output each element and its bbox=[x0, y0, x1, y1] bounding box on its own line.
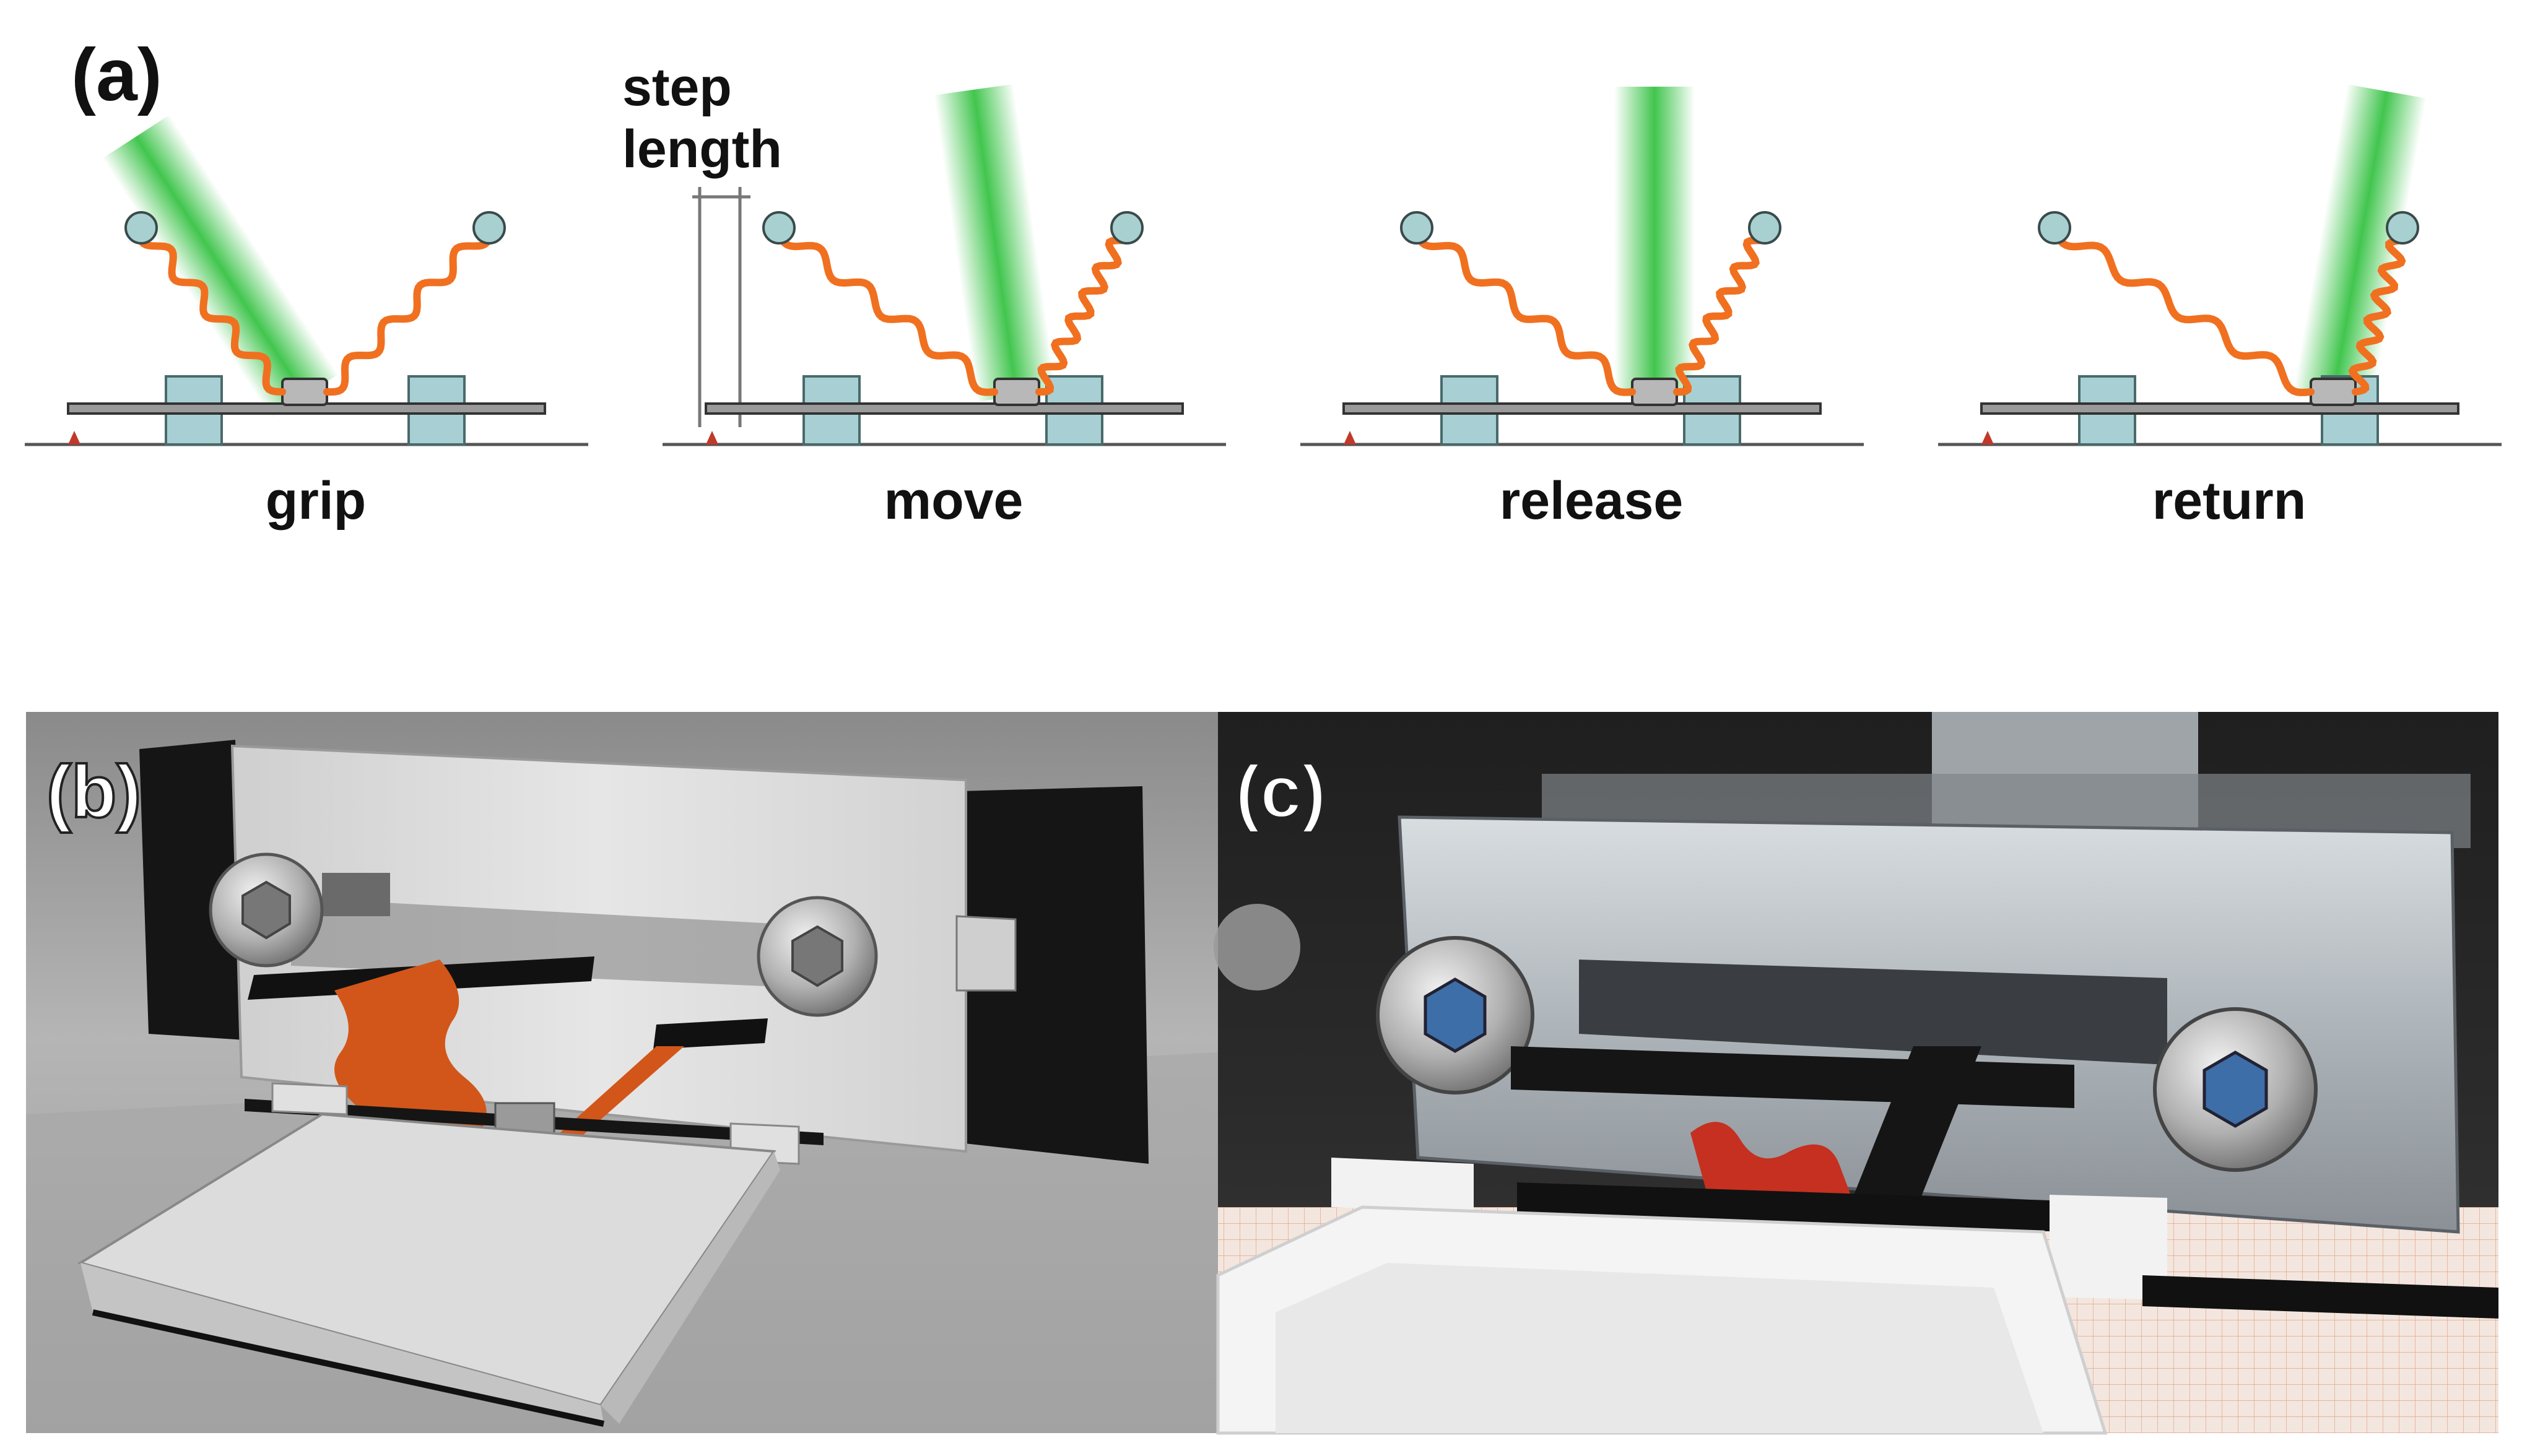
actuator-right bbox=[323, 224, 494, 396]
plate-tab bbox=[955, 915, 1017, 992]
photo-rail bbox=[1517, 1182, 2068, 1232]
step-length-annotation: step length bbox=[622, 58, 782, 427]
actuator-left bbox=[2051, 224, 2315, 397]
step-length-line-2: length bbox=[622, 119, 782, 179]
panel-c: (c) bbox=[1214, 712, 2498, 1435]
photo-screw-left bbox=[1376, 936, 1534, 1094]
anchor-right bbox=[1110, 211, 1144, 245]
anchor-left bbox=[2038, 211, 2071, 245]
photo-tray-inner bbox=[1276, 1263, 2043, 1433]
chip bbox=[281, 378, 328, 406]
panel-c-label: (c) bbox=[1235, 750, 1326, 833]
step-return: return bbox=[1938, 84, 2502, 531]
step-label: grip bbox=[266, 471, 366, 531]
anchor-left bbox=[762, 211, 796, 245]
step-grip: grip bbox=[25, 115, 588, 531]
actuator-left bbox=[775, 224, 998, 396]
panel-b-label: (b) bbox=[46, 750, 141, 833]
origin-marker bbox=[1981, 431, 1994, 444]
step-label: release bbox=[1500, 471, 1684, 531]
origin-marker bbox=[1344, 431, 1356, 444]
steps-layer: grip move release return bbox=[25, 84, 2502, 531]
anchor-right bbox=[2386, 211, 2419, 245]
screw-left bbox=[209, 852, 390, 968]
screw-right bbox=[757, 896, 878, 1017]
step-label: return bbox=[2152, 471, 2306, 531]
photo-black-strip bbox=[2142, 1275, 2498, 1319]
origin-marker bbox=[706, 431, 718, 444]
chip bbox=[1631, 378, 1678, 406]
frame-left-black bbox=[139, 740, 245, 1040]
actuator-right bbox=[1673, 224, 1773, 396]
photo-screw-right bbox=[2153, 1007, 2318, 1172]
chip bbox=[2310, 378, 2357, 406]
chip bbox=[993, 378, 1040, 406]
step-release: release bbox=[1300, 87, 1864, 531]
tray-wall-right bbox=[601, 1151, 780, 1424]
rail bbox=[705, 402, 1184, 415]
step-length-line-1: step bbox=[622, 58, 732, 117]
tray-wall-left bbox=[80, 1263, 604, 1424]
anchor-left bbox=[1400, 211, 1433, 245]
anchor-left bbox=[124, 211, 158, 245]
actuator-right bbox=[2348, 224, 2414, 396]
laser-beam bbox=[1614, 87, 1695, 396]
rail bbox=[1980, 402, 2459, 415]
photo-screw-far-left bbox=[1214, 904, 1300, 990]
panel-a: (a) step length grip move release return bbox=[25, 33, 2502, 531]
origin-marker bbox=[68, 431, 80, 444]
laser-beam bbox=[934, 84, 1057, 402]
photo-holder-right bbox=[2050, 1195, 2167, 1300]
clamp-bar-right bbox=[653, 1018, 768, 1049]
actuator-left bbox=[136, 224, 286, 396]
anchor-right bbox=[1748, 211, 1781, 245]
laser-beam bbox=[2293, 84, 2427, 404]
panel-a-label: (a) bbox=[71, 33, 162, 116]
actuator-left bbox=[1413, 224, 1636, 396]
step-label: move bbox=[884, 471, 1024, 531]
panel-b: (b) bbox=[26, 712, 1218, 1433]
tray-edge bbox=[92, 1309, 605, 1427]
actuator-right bbox=[1035, 224, 1135, 396]
step-move: move bbox=[663, 84, 1226, 531]
photo-cross-bar bbox=[1839, 1046, 1981, 1232]
metal-block-slot bbox=[1579, 960, 2167, 1065]
holder-left-3d bbox=[271, 1082, 348, 1116]
photo-holder-left bbox=[1331, 1158, 1474, 1213]
laser-beam bbox=[102, 115, 339, 418]
rail bbox=[1342, 402, 1822, 415]
anchor-right bbox=[472, 211, 506, 245]
frame-right-black bbox=[916, 786, 1149, 1164]
